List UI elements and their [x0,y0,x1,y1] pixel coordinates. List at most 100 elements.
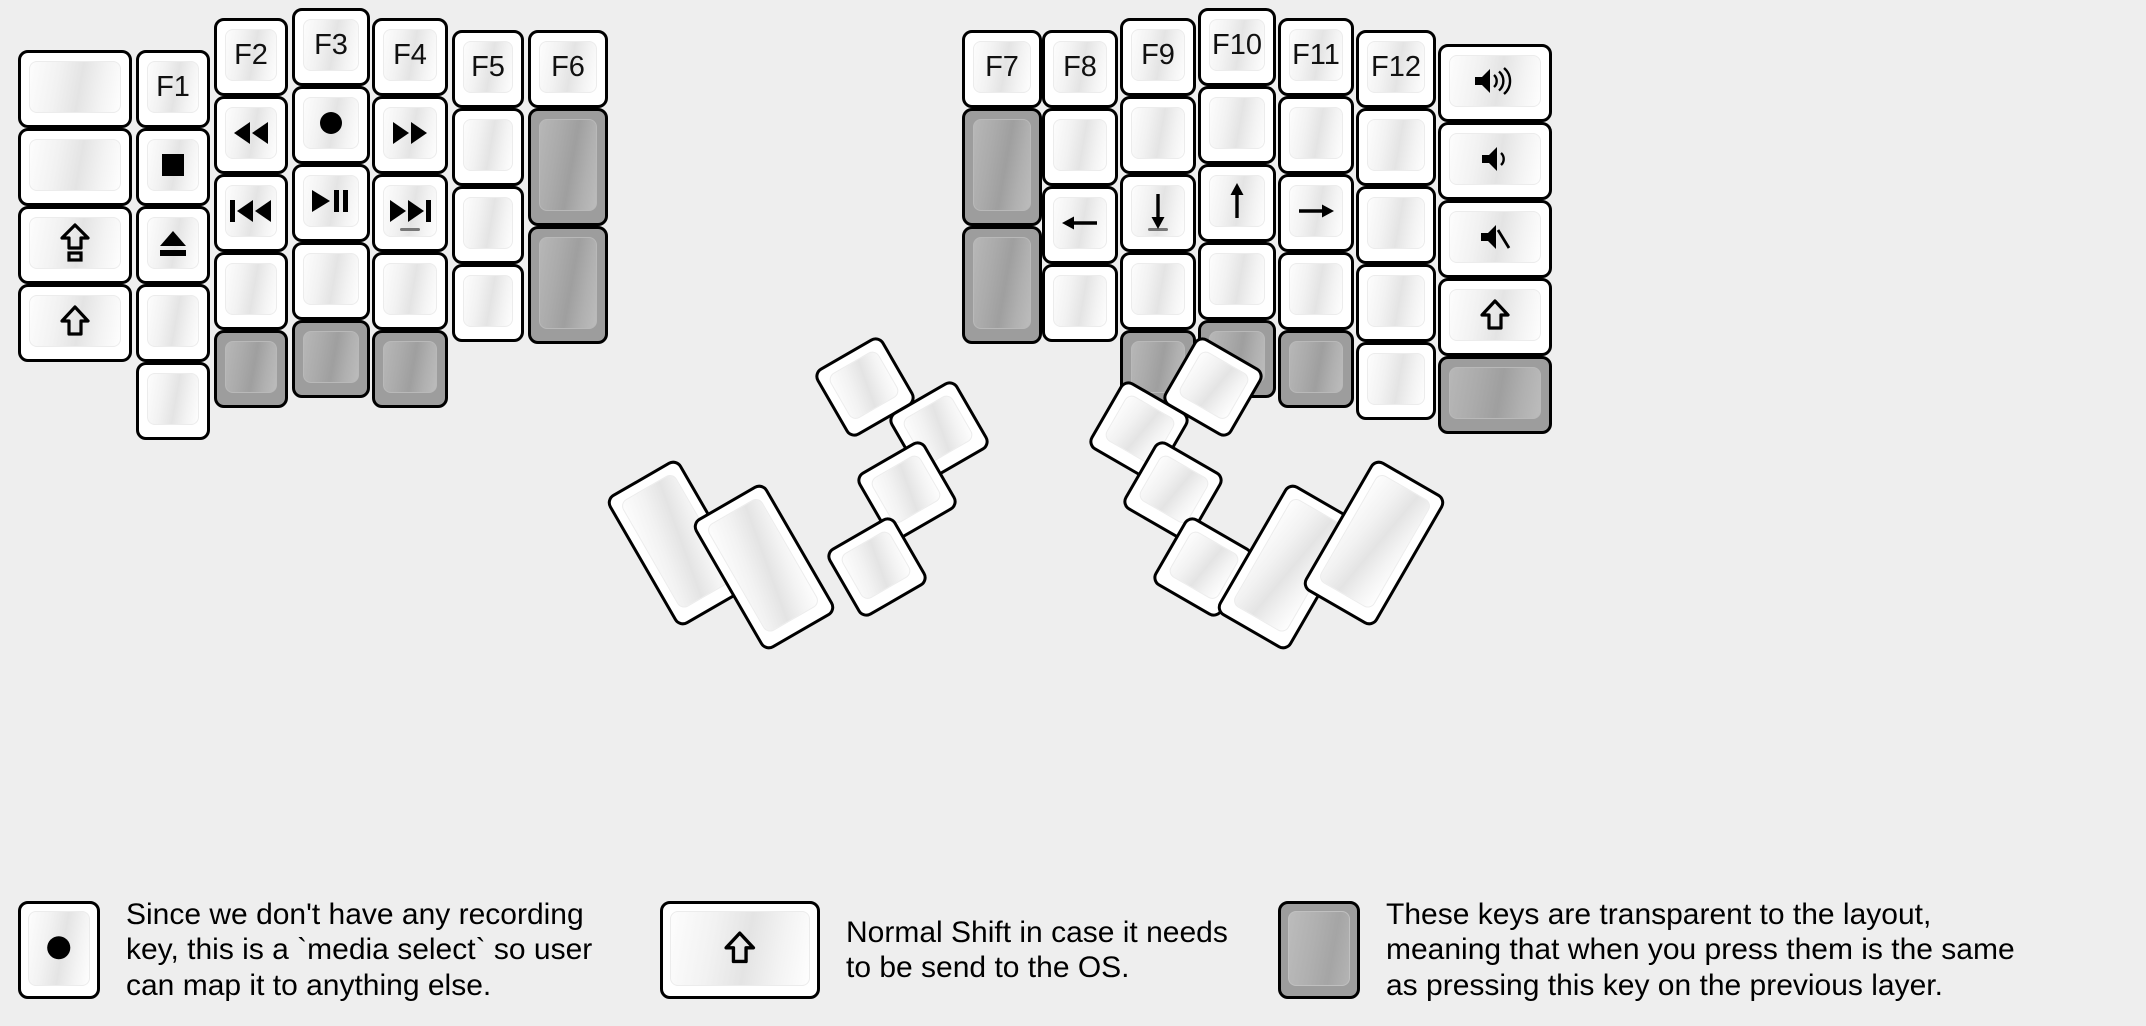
arrow-right-icon [1299,204,1334,218]
key-arrow-left[interactable] [1042,186,1118,264]
key-transparent[interactable] [528,108,608,226]
key-blank[interactable] [1042,264,1118,342]
key-legend [1281,177,1351,249]
key-legend: F2 [234,38,268,71]
key-media-previous[interactable] [214,174,288,252]
key-blank[interactable] [1198,242,1276,320]
key-media-rewind[interactable] [214,96,288,174]
key-legend [295,167,367,239]
key-blank[interactable] [18,50,132,128]
key-blank[interactable] [1120,96,1196,174]
key-f12[interactable]: F12 [1356,30,1436,108]
key-legend: F5 [471,50,505,83]
key-transparent[interactable] [962,108,1042,226]
key-blank[interactable] [214,252,288,330]
key-f4[interactable]: F4 [372,18,448,96]
homing-bar [1148,228,1168,231]
media-fast-forward-icon [393,122,427,144]
key-legend [1201,323,1273,395]
key-blank[interactable] [1198,86,1276,164]
media-stop-icon [162,154,184,176]
key-blank[interactable] [1278,96,1354,174]
key-legend [1281,333,1351,405]
key-f1[interactable]: F1 [136,50,210,128]
key-legend [217,177,285,249]
key-blank[interactable] [1356,264,1436,342]
key-media-fast-forward[interactable] [372,96,448,174]
key-blank[interactable] [1120,252,1196,330]
key-media-stop[interactable] [136,128,210,206]
key-legend [1281,255,1351,327]
key-transparent[interactable] [292,320,370,398]
key-legend [1201,89,1273,161]
key-legend [1359,189,1433,261]
key-f9[interactable]: F9 [1120,18,1196,96]
key-blank[interactable] [452,186,524,264]
key-legend [1359,267,1433,339]
key-f3[interactable]: F3 [292,8,370,86]
key-caps-lock[interactable] [18,206,132,284]
key-blank[interactable] [136,284,210,362]
key-legend [1201,245,1273,317]
key-legend [1201,167,1273,239]
key-arrow-right[interactable] [1278,174,1354,252]
key-transparent[interactable] [372,330,448,408]
key-blank[interactable] [292,242,370,320]
key-blank[interactable] [452,108,524,186]
key-legend [21,209,129,281]
key-f5[interactable]: F5 [452,30,524,108]
key-shift[interactable] [18,284,132,362]
key-legend [455,189,521,261]
key-legend [455,267,521,339]
key-transparent[interactable] [214,330,288,408]
key-transparent[interactable] [962,226,1042,344]
key-blank[interactable] [1356,186,1436,264]
key-f10[interactable]: F10 [1198,8,1276,86]
key-legend [1441,281,1549,353]
key-blank[interactable] [1356,108,1436,186]
key-media-eject[interactable] [136,206,210,284]
key-media-record[interactable] [292,86,370,164]
key-volume-up[interactable] [1438,44,1552,122]
key-transparent[interactable] [528,226,608,344]
key-blank[interactable] [1042,108,1118,186]
key-media-play-pause[interactable] [292,164,370,242]
key-volume-mute[interactable] [1438,200,1552,278]
key-shift[interactable] [1438,278,1552,356]
key-legend [139,365,207,437]
key-arrow-down[interactable] [1120,174,1196,252]
key-legend [139,287,207,359]
key-f7[interactable]: F7 [962,30,1042,108]
legend-sample-key [18,901,100,999]
key-transparent[interactable] [1438,356,1552,434]
key-volume-down[interactable] [1438,122,1552,200]
key-f11[interactable]: F11 [1278,18,1354,96]
media-play-pause-icon [312,190,348,212]
key-blank[interactable] [372,252,448,330]
key-legend [965,229,1039,341]
legend-sample-icon [21,904,97,996]
key-legend: F3 [314,28,348,61]
key-legend [1441,359,1549,431]
key-f6[interactable]: F6 [528,30,608,108]
key-blank[interactable] [18,128,132,206]
legend-note: Normal Shift in case it needs to be send… [660,880,1286,1020]
key-legend [217,99,285,171]
key-transparent[interactable] [1120,330,1196,408]
key-transparent[interactable] [1278,330,1354,408]
legend-note: These keys are transparent to the layout… [1278,880,2146,1020]
key-transparent[interactable] [1198,320,1276,398]
key-media-next[interactable] [372,174,448,252]
media-previous-icon [230,200,271,222]
key-blank[interactable] [1278,252,1354,330]
volume-down-icon [1482,147,1505,171]
legend-sample-key [660,901,820,999]
key-blank[interactable] [136,362,210,440]
key-blank[interactable] [452,264,524,342]
key-f8[interactable]: F8 [1042,30,1118,108]
key-f2[interactable]: F2 [214,18,288,96]
arrow-up-icon [1230,183,1244,218]
key-legend [1441,47,1549,119]
key-blank[interactable] [1356,342,1436,420]
key-arrow-up[interactable] [1198,164,1276,242]
